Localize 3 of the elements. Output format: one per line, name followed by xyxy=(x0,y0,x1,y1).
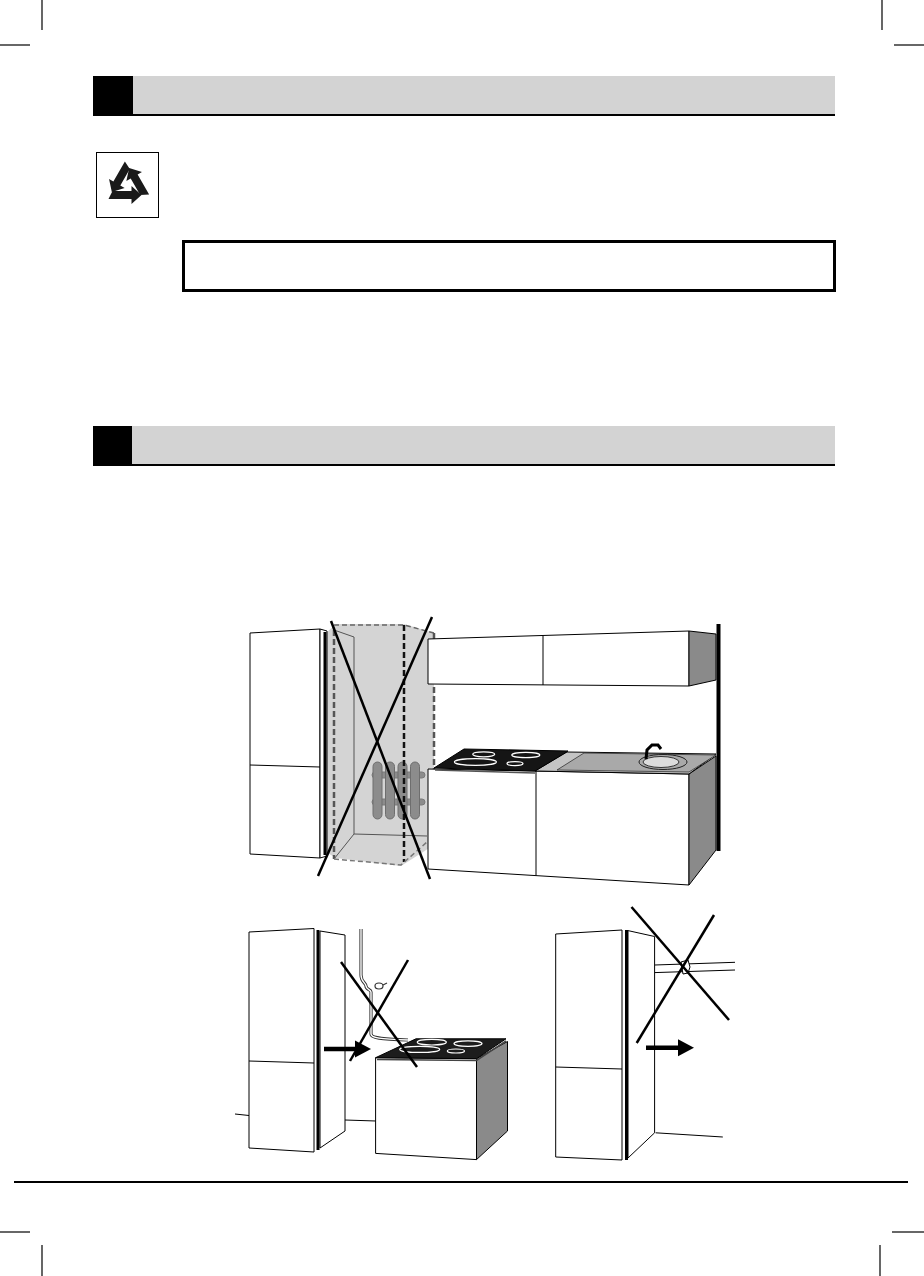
notice-box xyxy=(182,240,836,292)
heading-bar xyxy=(93,76,835,116)
heading-bar xyxy=(93,426,835,466)
